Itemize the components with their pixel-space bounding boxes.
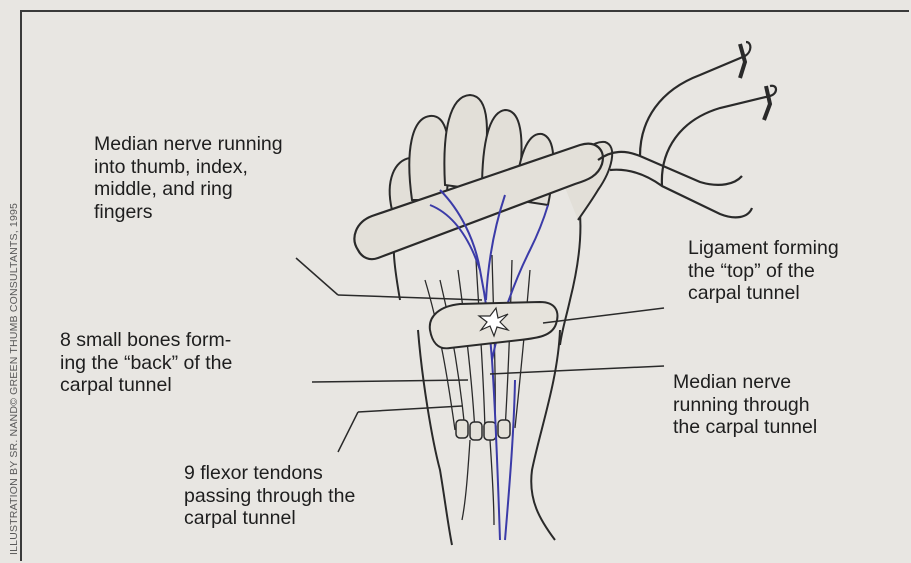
leader-median-tunnel bbox=[490, 366, 664, 374]
label-median-nerve-tunnel: Median nerve running through the carpal … bbox=[673, 371, 817, 439]
leader-tendons bbox=[338, 412, 358, 452]
leader-median-fingers bbox=[296, 258, 338, 295]
label-median-nerve-fingers: Median nerve running into thumb, index, … bbox=[94, 133, 283, 223]
label-small-bones: 8 small bones form- ing the “back” of th… bbox=[60, 329, 232, 397]
label-flexor-tendons: 9 flexor tendons passing through the car… bbox=[184, 462, 355, 530]
wrist-bones bbox=[456, 420, 510, 440]
fork-head bbox=[598, 42, 776, 217]
leader-ligament bbox=[543, 308, 664, 323]
label-ligament: Ligament forming the “top” of the carpal… bbox=[688, 237, 839, 305]
median-nerve bbox=[430, 190, 548, 540]
leader-small-bones bbox=[312, 380, 468, 382]
fork-tines bbox=[740, 44, 770, 120]
